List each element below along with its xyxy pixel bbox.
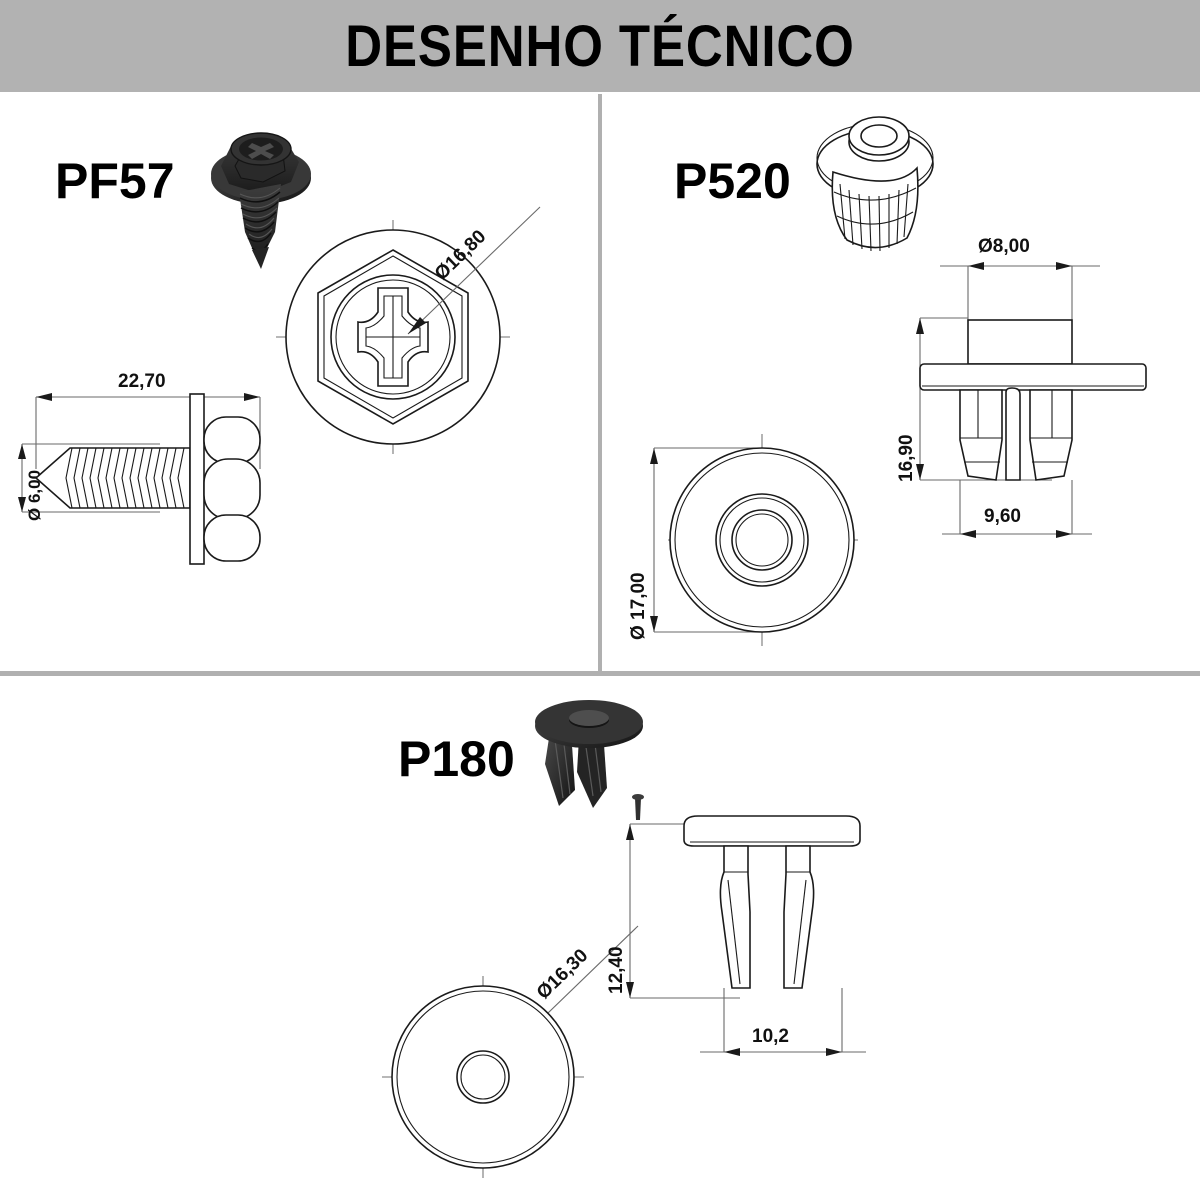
dimension-text-p520-height: 16,90 bbox=[896, 434, 917, 482]
p520-top-view: Ø 17,00 bbox=[628, 414, 902, 664]
p520-side-view: Ø8,00 16,90 bbox=[896, 222, 1192, 582]
dimension-text-p520-head-diameter: Ø 17,00 bbox=[628, 572, 649, 640]
dimension-pf57-head-diameter: Ø16,80 bbox=[390, 189, 570, 369]
pf57-top-view bbox=[268, 212, 518, 462]
dimension-text-pf57-thread-diameter: Ø 6,00 bbox=[25, 470, 44, 521]
dimension-text-p180-leg-width: 10,2 bbox=[752, 1026, 789, 1047]
dimension-text-p520-boss-diameter: Ø8,00 bbox=[978, 236, 1030, 257]
vertical-divider bbox=[598, 94, 602, 674]
panel-pf57: PF57 bbox=[0, 94, 598, 672]
panel-p520: P520 bbox=[602, 94, 1200, 672]
dimension-text-pf57-length: 22,70 bbox=[118, 371, 166, 392]
part-label-p180: P180 bbox=[398, 731, 515, 787]
part-label-pf57: PF57 bbox=[55, 153, 175, 209]
panel-p180: P180 bbox=[0, 676, 1200, 1200]
horizontal-divider bbox=[0, 671, 1200, 676]
header-band bbox=[0, 0, 1200, 92]
push-in-clip-3d-render bbox=[807, 106, 947, 266]
dimension-text-p180-height: 12,40 bbox=[606, 946, 627, 994]
dimension-text-p520-leg-width: 9,60 bbox=[984, 506, 1021, 527]
part-label-p520: P520 bbox=[674, 153, 791, 209]
p180-top-view bbox=[370, 962, 600, 1192]
page-title: DESENHO TÉCNICO bbox=[345, 13, 855, 79]
hex-flange-screw-3d-render bbox=[195, 114, 325, 274]
dimension-text-pf57-head-diameter: Ø16,80 bbox=[431, 226, 490, 284]
pf57-side-view: 22,70 Ø 6,00 bbox=[10, 349, 310, 639]
push-rivet-3d-render bbox=[523, 694, 653, 824]
p180-side-view: 12,40 10,2 bbox=[600, 802, 920, 1102]
